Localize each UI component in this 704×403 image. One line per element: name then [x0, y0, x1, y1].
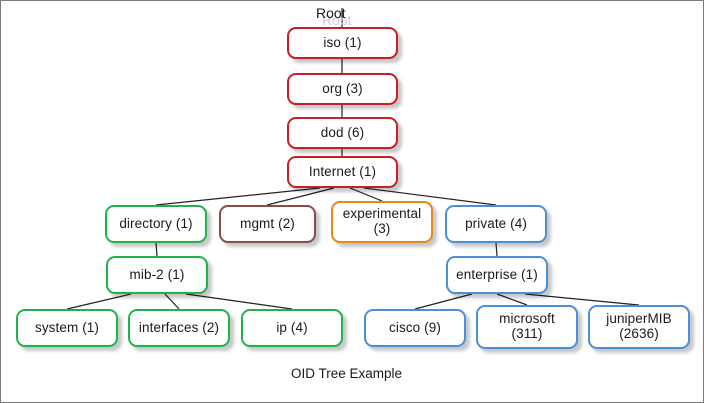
edge-internet-to-directory — [155, 187, 321, 206]
tree-node-mgmt[interactable]: mgmt (2) — [219, 205, 316, 243]
edge-enterprise-to-cisco — [414, 293, 473, 310]
edge-enterprise-to-microsoft — [496, 293, 528, 306]
edge-internet-to-private — [363, 187, 497, 206]
tree-node-juniperMIB[interactable]: juniperMIB (2636) — [588, 305, 690, 349]
figure-caption: OID Tree Example — [291, 366, 403, 381]
edge-mib2-to-system — [66, 293, 132, 310]
tree-node-private[interactable]: private (4) — [445, 205, 547, 243]
root-label-shadow: Root — [322, 12, 352, 28]
tree-node-enterprise[interactable]: enterprise (1) — [446, 256, 548, 294]
root-label: Root — [316, 5, 346, 21]
edge-directory-to-mib2 — [155, 242, 158, 257]
edge-enterprise-to-juniperMIB — [524, 293, 640, 306]
edge-mib2-to-ip — [185, 293, 293, 310]
tree-node-experimental[interactable]: experimental (3) — [331, 201, 433, 243]
tree-node-cisco[interactable]: cisco (9) — [364, 309, 466, 347]
tree-node-iso[interactable]: iso (1) — [287, 27, 398, 59]
tree-node-ip[interactable]: ip (4) — [241, 309, 343, 347]
tree-node-microsoft[interactable]: microsoft (311) — [476, 305, 578, 349]
tree-node-interfaces[interactable]: interfaces (2) — [128, 309, 230, 347]
edge-private-to-enterprise — [495, 242, 498, 257]
edge-internet-to-experimental — [349, 187, 383, 202]
tree-node-directory[interactable]: directory (1) — [105, 205, 207, 243]
edge-mib2-to-interfaces — [164, 293, 180, 310]
tree-node-system[interactable]: system (1) — [16, 309, 118, 347]
tree-node-internet[interactable]: Internet (1) — [287, 156, 398, 188]
edge-internet-to-mgmt — [266, 187, 335, 206]
tree-node-dod[interactable]: dod (6) — [287, 117, 398, 149]
tree-node-org[interactable]: org (3) — [287, 73, 398, 105]
tree-node-mib2[interactable]: mib-2 (1) — [106, 256, 208, 294]
